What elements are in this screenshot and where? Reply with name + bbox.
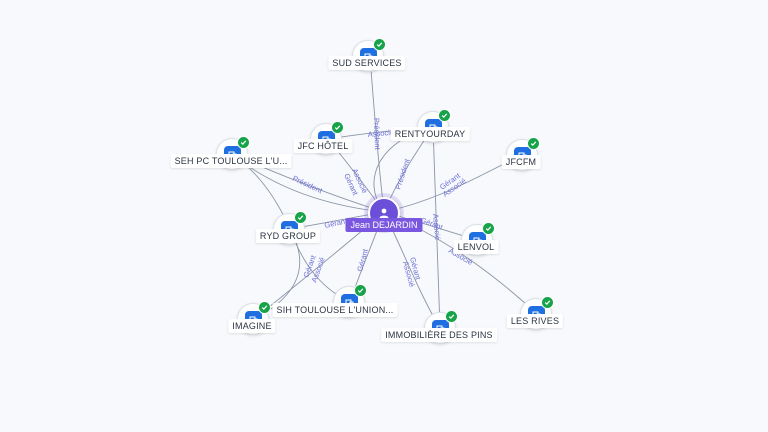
company-label: LENVOL — [453, 240, 499, 254]
company-label: RENTYOURDAY — [390, 127, 470, 141]
company-node-seh-pc[interactable]: SEH PC TOULOUSE L'U... — [170, 136, 292, 170]
company-node-sud-services[interactable]: SUD SERVICES — [328, 38, 406, 72]
company-label: SUD SERVICES — [328, 56, 406, 70]
verified-check-icon — [445, 310, 458, 323]
verified-check-icon — [438, 109, 451, 122]
edge-label-associe-jfc: Associé — [367, 128, 394, 139]
person-icon — [379, 208, 389, 218]
company-node-sih-toulouse[interactable]: SIH TOULOUSE L'UNION... — [272, 284, 398, 318]
company-node-jfcfm[interactable]: JFCFM — [501, 137, 541, 171]
edge-label-president-rent: Président — [393, 157, 412, 191]
edge-label-gerant-sih: Gérant — [355, 247, 370, 272]
company-node-ryd-group[interactable]: RYD GROUP — [255, 211, 321, 245]
company-node-les-rives[interactable]: LES RIVES — [506, 296, 564, 330]
company-label: JFCFM — [501, 155, 541, 169]
company-node-jfc-hotel[interactable]: JFC HÔTEL — [293, 121, 353, 155]
edge-label-president-sud: Président — [372, 118, 382, 151]
edge-sud-services — [369, 55, 385, 213]
person-node[interactable]: Jean DEJARDIN — [345, 193, 423, 233]
verified-check-icon — [294, 211, 307, 224]
company-label: SIH TOULOUSE L'UNION... — [272, 303, 398, 317]
company-label: SEH PC TOULOUSE L'U... — [170, 154, 292, 168]
company-label: LES RIVES — [506, 314, 564, 328]
verified-check-icon — [527, 137, 540, 150]
company-node-immobiliere[interactable]: IMMOBILIÈRE DES PINS — [381, 310, 497, 344]
verified-check-icon — [541, 296, 554, 309]
company-node-rentyourday[interactable]: RENTYOURDAY — [390, 109, 470, 143]
company-label: IMMOBILIÈRE DES PINS — [381, 328, 497, 342]
verified-check-icon — [482, 222, 495, 235]
company-label: JFC HÔTEL — [293, 139, 353, 153]
company-label: RYD GROUP — [255, 229, 321, 243]
edge-immobiliere-2 — [432, 126, 441, 329]
edge-label-associe-rent2: Associé — [431, 213, 442, 240]
company-node-lenvol[interactable]: LENVOL — [453, 222, 499, 256]
person-name-label: Jean DEJARDIN — [345, 218, 423, 232]
verified-check-icon — [373, 38, 386, 51]
company-label: IMAGINE — [228, 319, 276, 333]
company-node-imagine[interactable]: IMAGINE — [228, 301, 276, 335]
verified-check-icon — [237, 136, 250, 149]
edge-label-president-seh: Président — [291, 174, 324, 196]
verified-check-icon — [258, 301, 271, 314]
verified-check-icon — [331, 121, 344, 134]
verified-check-icon — [354, 284, 367, 297]
